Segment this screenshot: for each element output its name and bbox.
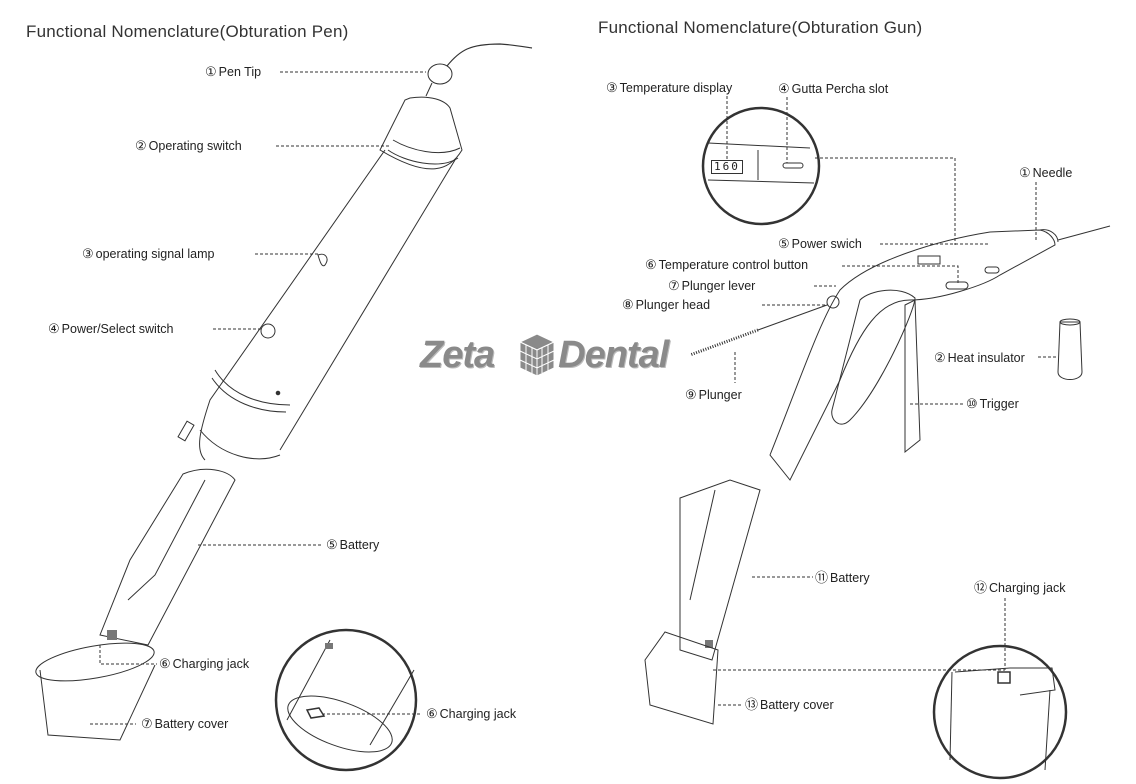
callout-text: Temperature control button (658, 258, 809, 272)
callout-text: Plunger lever (681, 279, 756, 293)
callout-number: ② (135, 138, 147, 153)
callout-number: ⑤ (326, 537, 338, 552)
callout-number: ④ (778, 81, 790, 96)
callout-number: ⑦ (668, 278, 680, 293)
callout-text: Battery cover (154, 717, 229, 731)
callout-number: ① (1019, 165, 1031, 180)
callout-text: Power/Select switch (61, 322, 174, 336)
callout-number: ⑫ (974, 580, 988, 595)
callout-number: ⑧ (622, 297, 634, 312)
callout-text: Battery (339, 538, 380, 552)
callout-text: Battery cover (760, 698, 834, 712)
callout-number: ⑨ (685, 387, 697, 402)
callout-text: Temperature display (619, 81, 733, 95)
callout-text: Pen Tip (218, 65, 262, 79)
callout-number: ⑥ (159, 656, 171, 671)
callout-text: Gutta Percha slot (791, 82, 889, 96)
callout-number: ⑥ (426, 706, 438, 721)
callout-text: Operating switch (148, 139, 242, 153)
callout-text: Plunger head (635, 298, 711, 312)
callout-number: ① (205, 64, 217, 79)
callout-number: ⑦ (141, 716, 153, 731)
callout-number: ④ (48, 321, 60, 336)
watermark-right: Dental (558, 334, 669, 376)
callout-text: Heat insulator (947, 351, 1025, 365)
callout-text: Plunger (698, 388, 742, 402)
callout-number: ⑪ (815, 570, 829, 585)
gun-leader-lines (713, 96, 1058, 706)
callout-text: Needle (1032, 166, 1073, 180)
callout-text: Charging jack (989, 581, 1066, 595)
callout-text: Charging jack (172, 657, 250, 671)
temperature-display-value: 160 (711, 160, 743, 174)
watermark-left: Zeta (420, 334, 495, 376)
obturation-pen-drawing (35, 43, 533, 772)
callout-text: Battery (830, 571, 870, 585)
callout-number: ⑩ (966, 396, 978, 411)
pen-title: Functional Nomenclature(Obturation Pen) (26, 22, 349, 41)
pen-leader-lines (90, 71, 426, 725)
callout-text: Trigger (979, 397, 1019, 411)
callout-number: ⑬ (745, 697, 759, 712)
callout-number: ③ (82, 246, 94, 261)
callout-text: Power swich (791, 237, 862, 251)
callout-text: operating signal lamp (95, 247, 215, 261)
callout-number: ② (934, 350, 946, 365)
callout-number: ③ (606, 80, 618, 95)
gun-title: Functional Nomenclature(Obturation Gun) (598, 18, 923, 37)
obturation-gun-drawing (644, 106, 1111, 780)
callout-number: ⑥ (645, 257, 657, 272)
watermark: Zeta Dental (420, 334, 669, 377)
cube-logo-icon (518, 333, 556, 377)
callout-text: Charging jack (439, 707, 517, 721)
callout-number: ⑤ (778, 236, 790, 251)
